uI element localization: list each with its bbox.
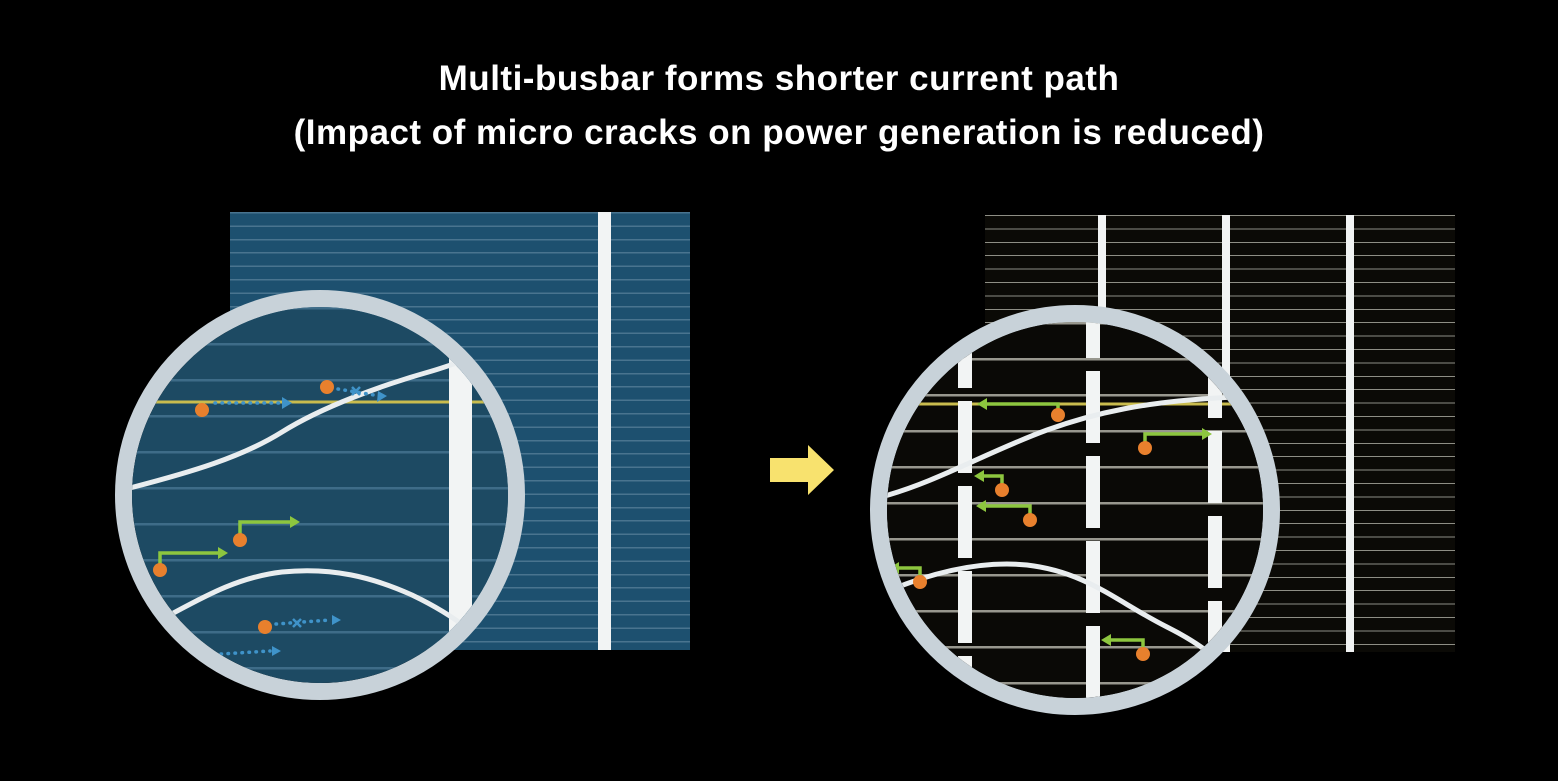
magnifier-right-detail [887, 322, 1263, 698]
title-line-1: Multi-busbar forms shorter current path [438, 59, 1120, 98]
arrowhead-icon [332, 615, 341, 625]
figure-title: Multi-busbar forms shorter current path … [0, 52, 1558, 160]
electron-dot [195, 403, 209, 417]
short-current-path [889, 562, 927, 589]
electron-dot [1138, 441, 1152, 455]
short-current-path [153, 547, 228, 577]
electron-dot [233, 533, 247, 547]
magnifier-left-detail [132, 307, 508, 683]
electron-dot [203, 650, 217, 664]
long-current-path [203, 646, 281, 664]
magnifier-right [870, 305, 1280, 715]
short-current-path [1138, 428, 1212, 455]
transition-arrow-icon [770, 445, 834, 495]
arrowhead-icon [976, 500, 986, 512]
micro-crack-lower [887, 561, 1238, 680]
short-current-path [977, 398, 1065, 422]
dotted-arrow [336, 387, 376, 397]
electron-dot [1136, 647, 1150, 661]
magnifier-left [115, 290, 525, 700]
busbar [1346, 215, 1354, 652]
micro-crack-upper [132, 350, 487, 491]
electron-dot [995, 483, 1009, 497]
break-x-icon [292, 618, 302, 628]
long-current-path [320, 380, 387, 402]
arrowhead-icon [974, 470, 984, 482]
elbow-arrow [158, 551, 218, 570]
micro-crack-upper [887, 393, 1263, 498]
long-current-path [195, 397, 292, 417]
arrowhead-icon [889, 562, 899, 574]
arrowhead-icon [272, 646, 281, 656]
short-current-path [974, 470, 1009, 497]
electron-dot [320, 380, 334, 394]
elbow-arrow [987, 402, 1060, 415]
electron-dot [153, 563, 167, 577]
arrowhead-icon [282, 397, 292, 409]
short-current-path [1101, 634, 1150, 661]
arrowhead-icon [218, 547, 228, 559]
arrowhead-icon [377, 391, 387, 402]
arrowhead-icon [977, 398, 987, 410]
elbow-arrow [1143, 432, 1202, 448]
short-current-path [233, 516, 300, 547]
micro-crack-lower [132, 568, 471, 637]
magnifier-left-view [132, 307, 508, 683]
arrowhead-icon [1101, 634, 1111, 646]
elbow-arrow [238, 520, 290, 540]
electron-dot [1023, 513, 1037, 527]
arrowhead-icon [1202, 428, 1212, 440]
electron-dot [258, 620, 272, 634]
magnifier-right-view [887, 322, 1263, 698]
title-line-2: (Impact of micro cracks on power generat… [293, 113, 1265, 152]
electron-dot [1051, 408, 1065, 422]
long-current-path [258, 615, 341, 634]
arrowhead-icon [290, 516, 300, 528]
busbar-magnified [449, 307, 472, 683]
block-arrow-shape [770, 445, 834, 495]
dotted-arrow [274, 618, 332, 626]
break-x-icon [351, 386, 361, 396]
dotted-arrow [219, 649, 272, 656]
busbar [598, 212, 611, 650]
short-current-path [976, 500, 1037, 527]
electron-dot [913, 575, 927, 589]
